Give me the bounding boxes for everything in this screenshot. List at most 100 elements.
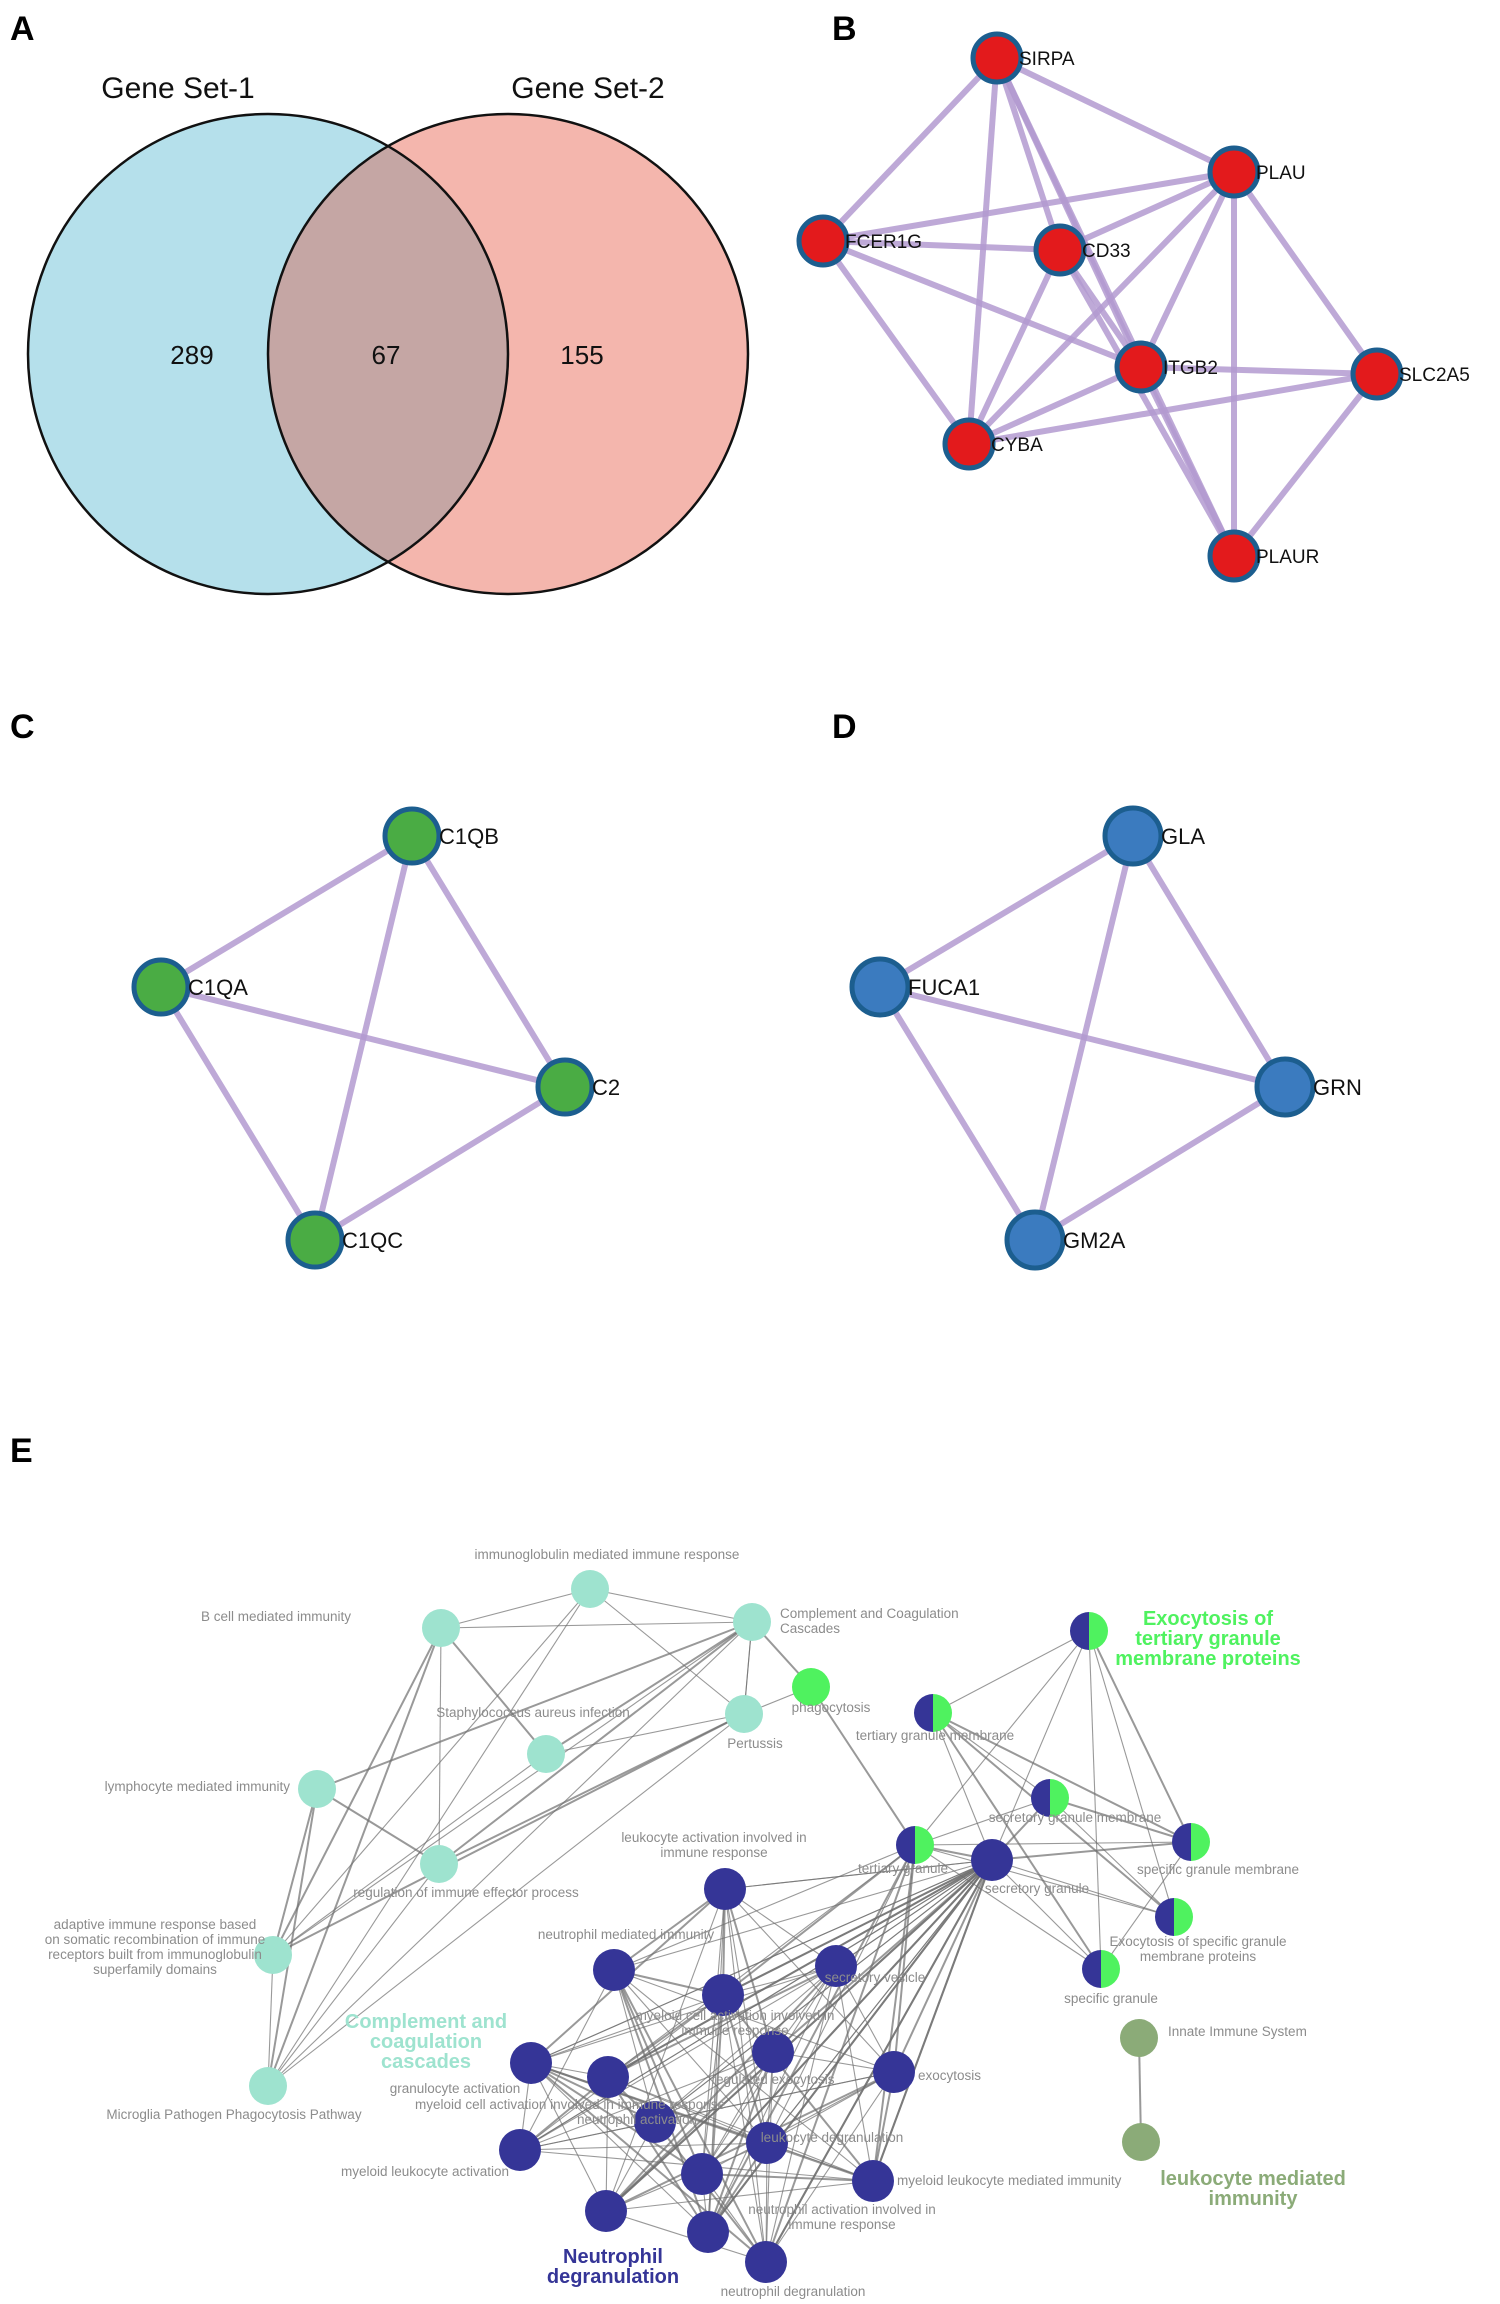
enrichment-edge (1100, 1841, 1192, 1970)
term-label-tertiary-granule: tertiary granule (858, 1861, 948, 1876)
enrichment-edge (267, 1863, 440, 2087)
enrichment-edge (519, 1969, 615, 2151)
enrichment-edge (272, 1788, 318, 1956)
enrichment-edge (440, 1627, 547, 1755)
term-node-exocytosis-of-tertiary-granule-membrane--left (1070, 1612, 1089, 1650)
edge-c1qa-c1qc (158, 985, 318, 1242)
term-node-microglia-pathogen-phagocytosis-pathway (249, 2067, 287, 2105)
edge-itgb2-slc2a5 (1140, 364, 1378, 377)
enrichment-edge (722, 1844, 916, 1996)
node-label-fuca1: FUCA1 (908, 975, 980, 1000)
node-label-c1qc: C1QC (342, 1228, 403, 1253)
enrichment-edge (267, 1588, 591, 2087)
term-node-pertussis (725, 1695, 763, 1733)
term-node-myeloid-leukocyte-mediated-immunity (852, 2160, 894, 2202)
term-node-secretory-granule (971, 1839, 1013, 1881)
panel-letter-d: D (832, 708, 857, 746)
enrichment-edge (530, 2062, 703, 2175)
node-itgb2 (1114, 340, 1168, 394)
cluster-title-exocytosis-line2: tertiary granule (1135, 1628, 1281, 1650)
enrichment-edge (613, 1888, 726, 1971)
node-gla (1102, 805, 1164, 867)
term-label-neutrophil-activation: neutrophil activation (577, 2112, 697, 2127)
edge-cd33-cyba (966, 248, 1063, 446)
term-label-adaptive-immune-response-based-on-somati-line4: superfamily domains (93, 1962, 217, 1977)
edge-grn-gm2a (1033, 1084, 1287, 1243)
enrichment-edge (932, 1712, 1102, 1970)
term-node-myeloid-leukocyte-activation (499, 2129, 541, 2171)
edge-sirpa-fcer1g (820, 55, 1000, 244)
edge-plau-itgb2 (1138, 170, 1237, 369)
term-node-unlabeled (585, 2190, 627, 2232)
term-node-staphylococcus-aureus-infection (527, 1735, 565, 1773)
cluster-title-complement-line2: coagulation (370, 2031, 482, 2053)
cluster-title-complement-line1: Complement and (345, 2011, 507, 2033)
term-node-specific-granule-right (1101, 1950, 1120, 1988)
term-label-b-cell-mediated-immunity: B cell mediated immunity (201, 1609, 351, 1624)
term-label-myeloid-cell-activation-involved-in-immu: myeloid cell activation involved in immu… (415, 2097, 725, 2112)
enrichment-edge (589, 1588, 753, 1623)
enrichment-edge (589, 1588, 745, 1715)
enrichment-edge (724, 1859, 993, 1890)
enrichment-edge (1049, 1797, 1192, 1843)
term-label-leukocyte-activation-involved-in-immune--line1: leukocyte activation involved in (621, 1830, 806, 1845)
node-label-c1qb: C1QB (439, 824, 499, 849)
term-label-specific-granule-membrane: specific granule membrane (1137, 1862, 1299, 1877)
venn-overlap-region (267, 146, 509, 562)
enrichment-edge (605, 2076, 609, 2212)
enrichment-edge (893, 1844, 916, 2073)
term-label-myeloid-leukocyte-mediated-immunity: myeloid leukocyte mediated immunity (897, 2173, 1122, 2188)
enrichment-edge (810, 1686, 916, 1846)
term-node-leukocyte-activation-involved-in-immune- (704, 1868, 746, 1910)
enrichment-edge (267, 1788, 318, 2087)
enrichment-edge (607, 2076, 874, 2182)
enrichment-edge (914, 1797, 1051, 1846)
enrichment-edge (932, 1712, 993, 1861)
term-node-neutrophil-activation-involved-in-immune (681, 2153, 723, 2195)
edge-cyba-slc2a5 (968, 371, 1378, 447)
term-node-tertiary-granule-membrane-left (914, 1694, 933, 1732)
term-node-unlabeled (687, 2211, 729, 2253)
panel-letter-a: A (10, 10, 35, 48)
enrichment-edge (654, 1859, 993, 2123)
term-node-specific-granule-membrane-left (1172, 1823, 1191, 1861)
cluster-title-neutrophil-line2: degranulation (547, 2266, 679, 2288)
term-label-tertiary-granule-membrane: tertiary granule membrane (856, 1728, 1014, 1743)
enrichment-edge (991, 1859, 1175, 1918)
enrichment-edge (519, 1965, 837, 2151)
node-slc2a5 (1350, 347, 1404, 401)
term-label-complement-and-coagulation-cascades-line1: Complement and Coagulation (780, 1606, 959, 1621)
enrichment-network-panel-e: immunoglobulin mediated immune responseB… (45, 1547, 1346, 2299)
term-node-regulated-exocytosis (752, 2031, 794, 2073)
enrichment-edge (932, 1630, 1090, 1714)
enrichment-edge (607, 1859, 993, 2078)
venn-count-set1-only: 289 (170, 340, 213, 370)
term-label-myeloid-leukocyte-activation: myeloid leukocyte activation (341, 2164, 509, 2179)
term-label-lymphocyte-mediated-immunity: lymphocyte mediated immunity (105, 1779, 291, 1794)
node-sirpa (970, 31, 1024, 85)
node-fuca1 (849, 956, 911, 1018)
term-node-lymphocyte-mediated-immunity (298, 1770, 336, 1808)
enrichment-edge (613, 1969, 895, 2073)
enrichment-edge (607, 1844, 916, 2078)
enrichment-edge (613, 1859, 993, 1971)
node-label-itgb2: ITGB2 (1163, 358, 1218, 379)
enrichment-edge (519, 2121, 656, 2151)
enrichment-edge (701, 1994, 724, 2175)
enrichment-edge (724, 1888, 837, 1967)
cluster-title-exocytosis-line3: membrane proteins (1115, 1648, 1301, 1670)
edge-itgb2-cyba (967, 364, 1143, 447)
enrichment-edge (766, 1859, 993, 2144)
term-node-granulocyte-activation (510, 2042, 552, 2084)
enrichment-edge (613, 1969, 703, 2175)
enrichment-edge (272, 1713, 745, 1956)
edge-sirpa-cd33 (994, 57, 1063, 251)
term-label-complement-and-coagulation-cascades-line2: Cascades (780, 1621, 840, 1636)
enrichment-edge (766, 1844, 916, 2144)
enrichment-edge (530, 1994, 724, 2064)
term-label-exocytosis-of-specific-granule-membrane--line2: membrane proteins (1140, 1949, 1257, 1964)
cluster-title-complement-line3: cascades (381, 2051, 471, 2073)
term-node-innate-immune-system (1120, 2019, 1158, 2057)
